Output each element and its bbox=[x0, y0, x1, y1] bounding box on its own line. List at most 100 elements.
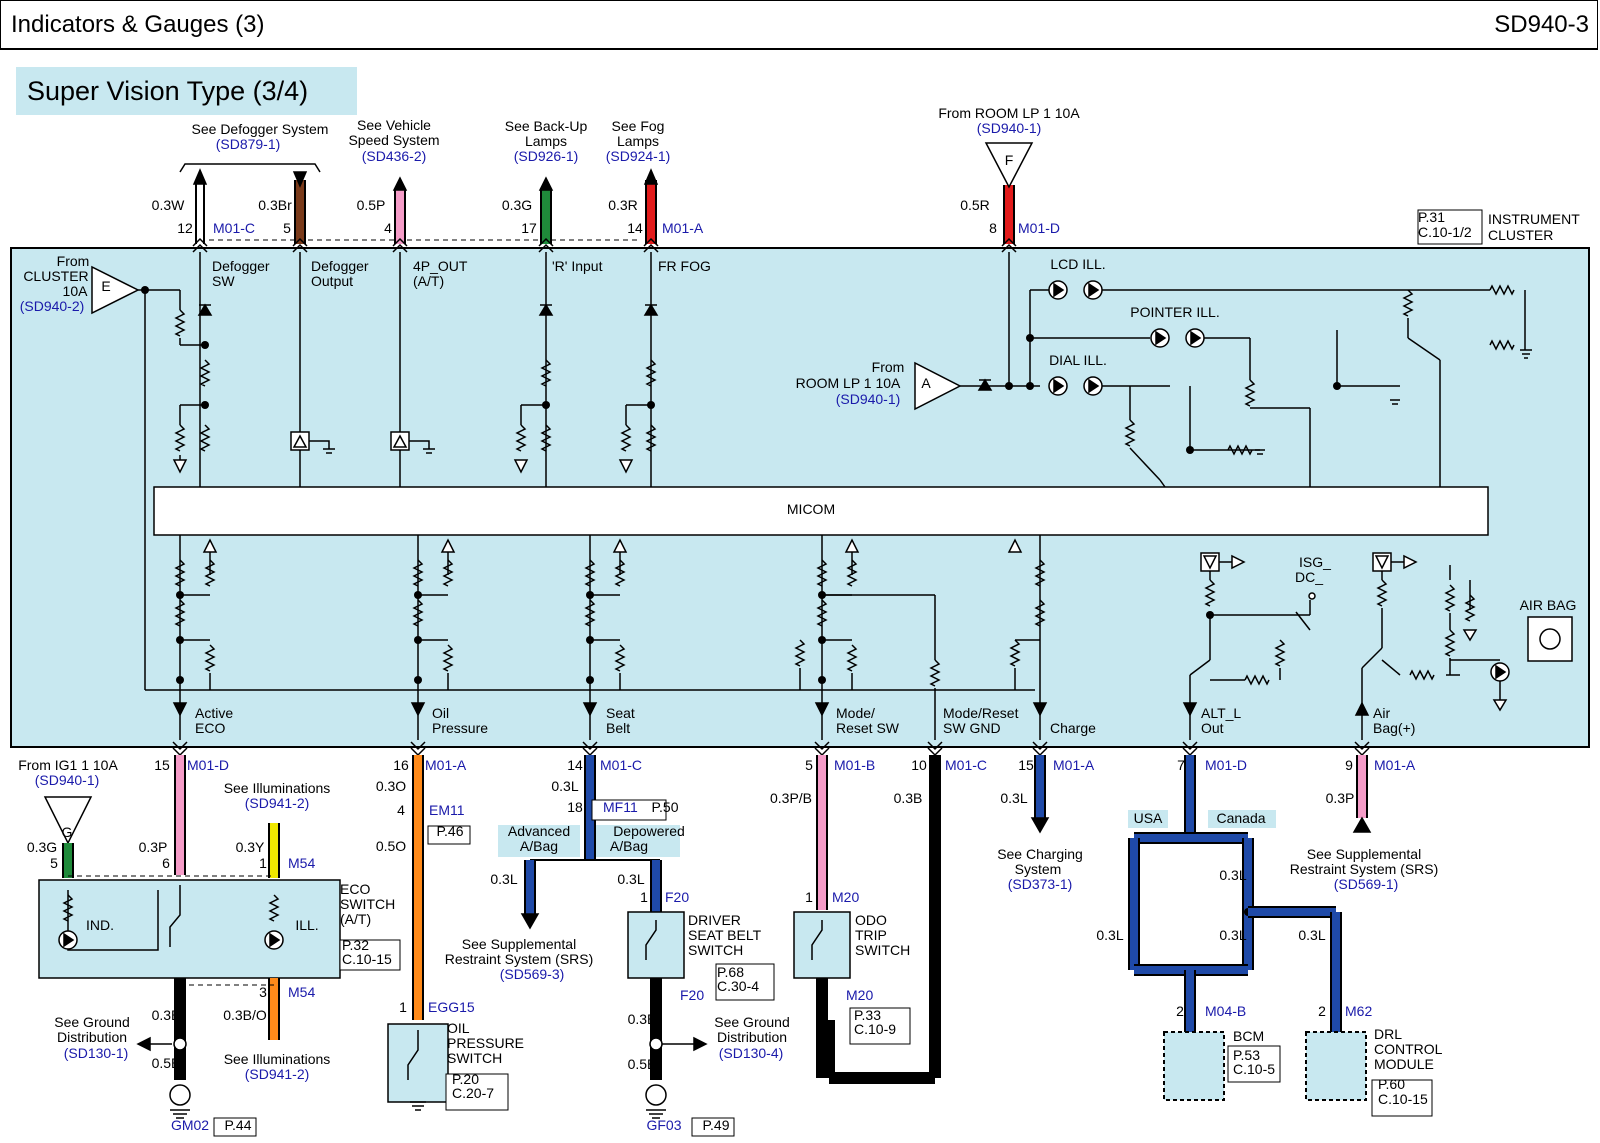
arrow-up bbox=[392, 176, 408, 191]
diagram-label: TRIP bbox=[855, 927, 887, 943]
ground-icon bbox=[1390, 399, 1400, 405]
drl-module bbox=[1305, 1031, 1367, 1101]
resistor bbox=[1402, 289, 1414, 317]
header-bar: Indicators & Gauges (3) SD940-3 bbox=[0, 0, 1598, 50]
diagram-label: Charge bbox=[1050, 720, 1096, 736]
diagram-label: 1 bbox=[399, 999, 407, 1015]
diagram-label: Pressure bbox=[432, 720, 488, 736]
resistor bbox=[540, 359, 552, 387]
wire bbox=[1407, 337, 1441, 361]
diagram-label: 1 bbox=[805, 889, 813, 905]
resistor bbox=[1444, 584, 1456, 612]
diagram-label: System bbox=[1015, 861, 1062, 877]
resistor bbox=[1124, 419, 1136, 447]
diagram-label: 0.3L bbox=[1298, 927, 1325, 943]
diagram-label: 0.3L bbox=[551, 778, 578, 794]
diagram-label: 1 bbox=[640, 889, 648, 905]
page-code: SD940-3 bbox=[1494, 11, 1589, 38]
diagram-label: 17 bbox=[521, 220, 537, 236]
arrow-down bbox=[520, 913, 540, 930]
arrow-up bbox=[1354, 701, 1370, 716]
diagram-label: M04-B bbox=[1205, 1003, 1246, 1019]
connector-chevron bbox=[392, 237, 408, 253]
diagram-label: Distribution bbox=[717, 1029, 787, 1045]
diagram-label: (SD926-1) bbox=[514, 148, 579, 164]
diagram-label: Oil bbox=[432, 705, 449, 721]
diagram-label: (SD941-2) bbox=[245, 795, 310, 811]
diagram-label: C.10-1/2 bbox=[1418, 224, 1472, 240]
diagram-label: M54 bbox=[288, 855, 315, 871]
diagram-label: DIAL ILL. bbox=[1049, 352, 1107, 368]
diagram-label: See Supplemental bbox=[1307, 846, 1421, 862]
diagram-label: EGG15 bbox=[428, 999, 475, 1015]
diagram-label: M20 bbox=[846, 987, 873, 1003]
diagram-label: 0.3P bbox=[1326, 790, 1355, 806]
diagram-label: 0.5B bbox=[628, 1056, 657, 1072]
diagram-label: 1 bbox=[259, 855, 267, 871]
led-tri bbox=[1088, 378, 1100, 394]
resistor bbox=[515, 424, 527, 452]
connector-chevron bbox=[643, 237, 659, 253]
diagram-label: (SD130-4) bbox=[719, 1045, 784, 1061]
diagram-label: 0.3P/B bbox=[770, 790, 812, 806]
resistor bbox=[204, 559, 216, 587]
diagram-label: See Back-Up bbox=[505, 118, 588, 134]
ground-icon bbox=[645, 1084, 667, 1106]
diagram-label: Output bbox=[311, 273, 353, 289]
diagram-label: 0.3L bbox=[490, 871, 517, 887]
ground-icon bbox=[1520, 349, 1532, 359]
junction-dot bbox=[818, 676, 826, 684]
label-box bbox=[596, 825, 680, 857]
diagram-label: G bbox=[62, 824, 73, 840]
resistor bbox=[412, 599, 424, 627]
resistor bbox=[1409, 669, 1435, 681]
diagram-label: From IG1 1 10A bbox=[18, 757, 118, 773]
diagram-label: (SD569-1) bbox=[1334, 876, 1399, 892]
diagram-label: C.10-9 bbox=[854, 1021, 896, 1037]
page-ref-box bbox=[427, 825, 471, 845]
diagram-label: 0.3W bbox=[152, 197, 185, 213]
page-ref-box bbox=[339, 939, 401, 971]
diagram-label: 4 bbox=[384, 220, 392, 236]
wire bbox=[1159, 479, 1166, 488]
resistor bbox=[199, 424, 211, 452]
diagram-label: SEAT BELT bbox=[688, 927, 762, 943]
diagram-label: P.20 bbox=[452, 1071, 479, 1087]
diagram-label: Distribution bbox=[57, 1029, 127, 1045]
diagram-label: 2 bbox=[1176, 1003, 1184, 1019]
diagram-label: See Defogger System bbox=[192, 121, 329, 137]
diagram-label: (SD924-1) bbox=[606, 148, 671, 164]
diagram-label: SW GND bbox=[943, 720, 1001, 736]
diagram-label: ISG_ bbox=[1299, 554, 1331, 570]
diagram-label: P.49 bbox=[703, 1117, 730, 1133]
diagram-label: SWITCH bbox=[340, 896, 395, 912]
diagram-label: (SD940-1) bbox=[836, 391, 901, 407]
diagram-label: 0.3L bbox=[1096, 927, 1123, 943]
diagram-label: GM02 bbox=[171, 1117, 209, 1133]
diagram-label: 0.3R bbox=[608, 197, 638, 213]
led-tri bbox=[63, 932, 75, 948]
diagram-label: MICOM bbox=[787, 501, 835, 517]
diagram-label: ILL. bbox=[295, 917, 318, 933]
junction-dot bbox=[586, 676, 594, 684]
diagram-label: DRL bbox=[1374, 1026, 1402, 1042]
arrow-down bbox=[410, 702, 426, 717]
page-ref-box bbox=[715, 963, 775, 1001]
page-ref-box bbox=[213, 1117, 257, 1137]
diagram-label: MF11 bbox=[603, 799, 638, 815]
diagram-label: M01-A bbox=[425, 757, 467, 773]
diagram-label: OIL bbox=[447, 1020, 470, 1036]
diagram-label: ECO bbox=[340, 881, 370, 897]
page-ref-box bbox=[691, 1117, 735, 1137]
diagram-label: (SD940-1) bbox=[35, 772, 100, 788]
diagram-label: 5 bbox=[283, 220, 291, 236]
arrow-right bbox=[1403, 554, 1418, 570]
diagram-label: F bbox=[1005, 152, 1014, 168]
sensor-tri bbox=[292, 434, 308, 448]
diagram-label: Restraint System (SRS) bbox=[445, 951, 594, 967]
diagram-label: 8 bbox=[989, 220, 997, 236]
diode-icon bbox=[197, 303, 213, 316]
diagram-label: 0.5P bbox=[357, 197, 386, 213]
diagram-label: FR FOG bbox=[658, 258, 711, 274]
diagram-label: From ROOM LP 1 10A bbox=[938, 105, 1080, 121]
